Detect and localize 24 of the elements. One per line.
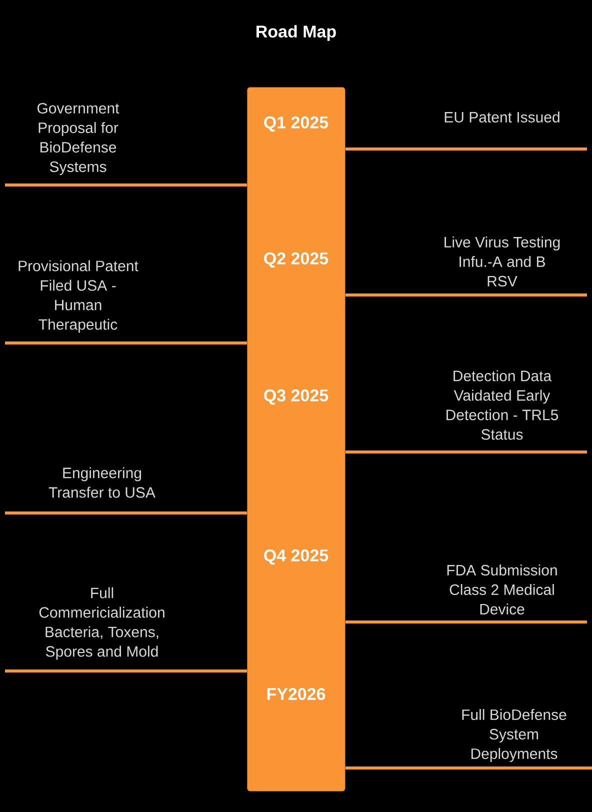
- connector-line: [345, 766, 592, 770]
- milestone-text: Government Proposal for BioDefense Systems: [37, 102, 120, 176]
- connector-line: [345, 294, 587, 296]
- milestone-text: Full Commericialization Bacteria, Toxens, Spores and Mold: [39, 587, 164, 660]
- quarter-label: Q4 2025: [264, 549, 328, 565]
- connector-line: [5, 184, 247, 186]
- milestone-text: Detection Data Vaidated Early Detection - TRL5 Status: [446, 370, 558, 440]
- milestone-text: Provisional Patent Filed USA - Human Therapeutic: [18, 260, 138, 333]
- quarter-label: Q2 2025: [264, 252, 328, 268]
- connector-line: [5, 342, 247, 344]
- connector-line: [345, 450, 587, 454]
- connector-line: [5, 512, 247, 514]
- milestone-text: Full BioDefense System Deployments: [462, 709, 566, 762]
- connector-line: [345, 148, 587, 150]
- connector-line: [5, 670, 247, 672]
- quarter-label: FY2026: [267, 688, 326, 700]
- quarter-label: Q3 2025: [264, 389, 328, 405]
- milestone-text: FDA Submission Class 2 Medical Device: [447, 564, 557, 614]
- connector-line: [345, 620, 587, 624]
- milestone-text: EU Patent Issued: [444, 112, 560, 122]
- title: Road Map: [256, 25, 336, 41]
- milestone-text: Engineering Transfer to USA: [48, 467, 156, 498]
- milestone-text: Live Virus Testing Infu.-A and B RSV: [444, 236, 560, 286]
- quarter-label: Q1 2025: [264, 116, 328, 132]
